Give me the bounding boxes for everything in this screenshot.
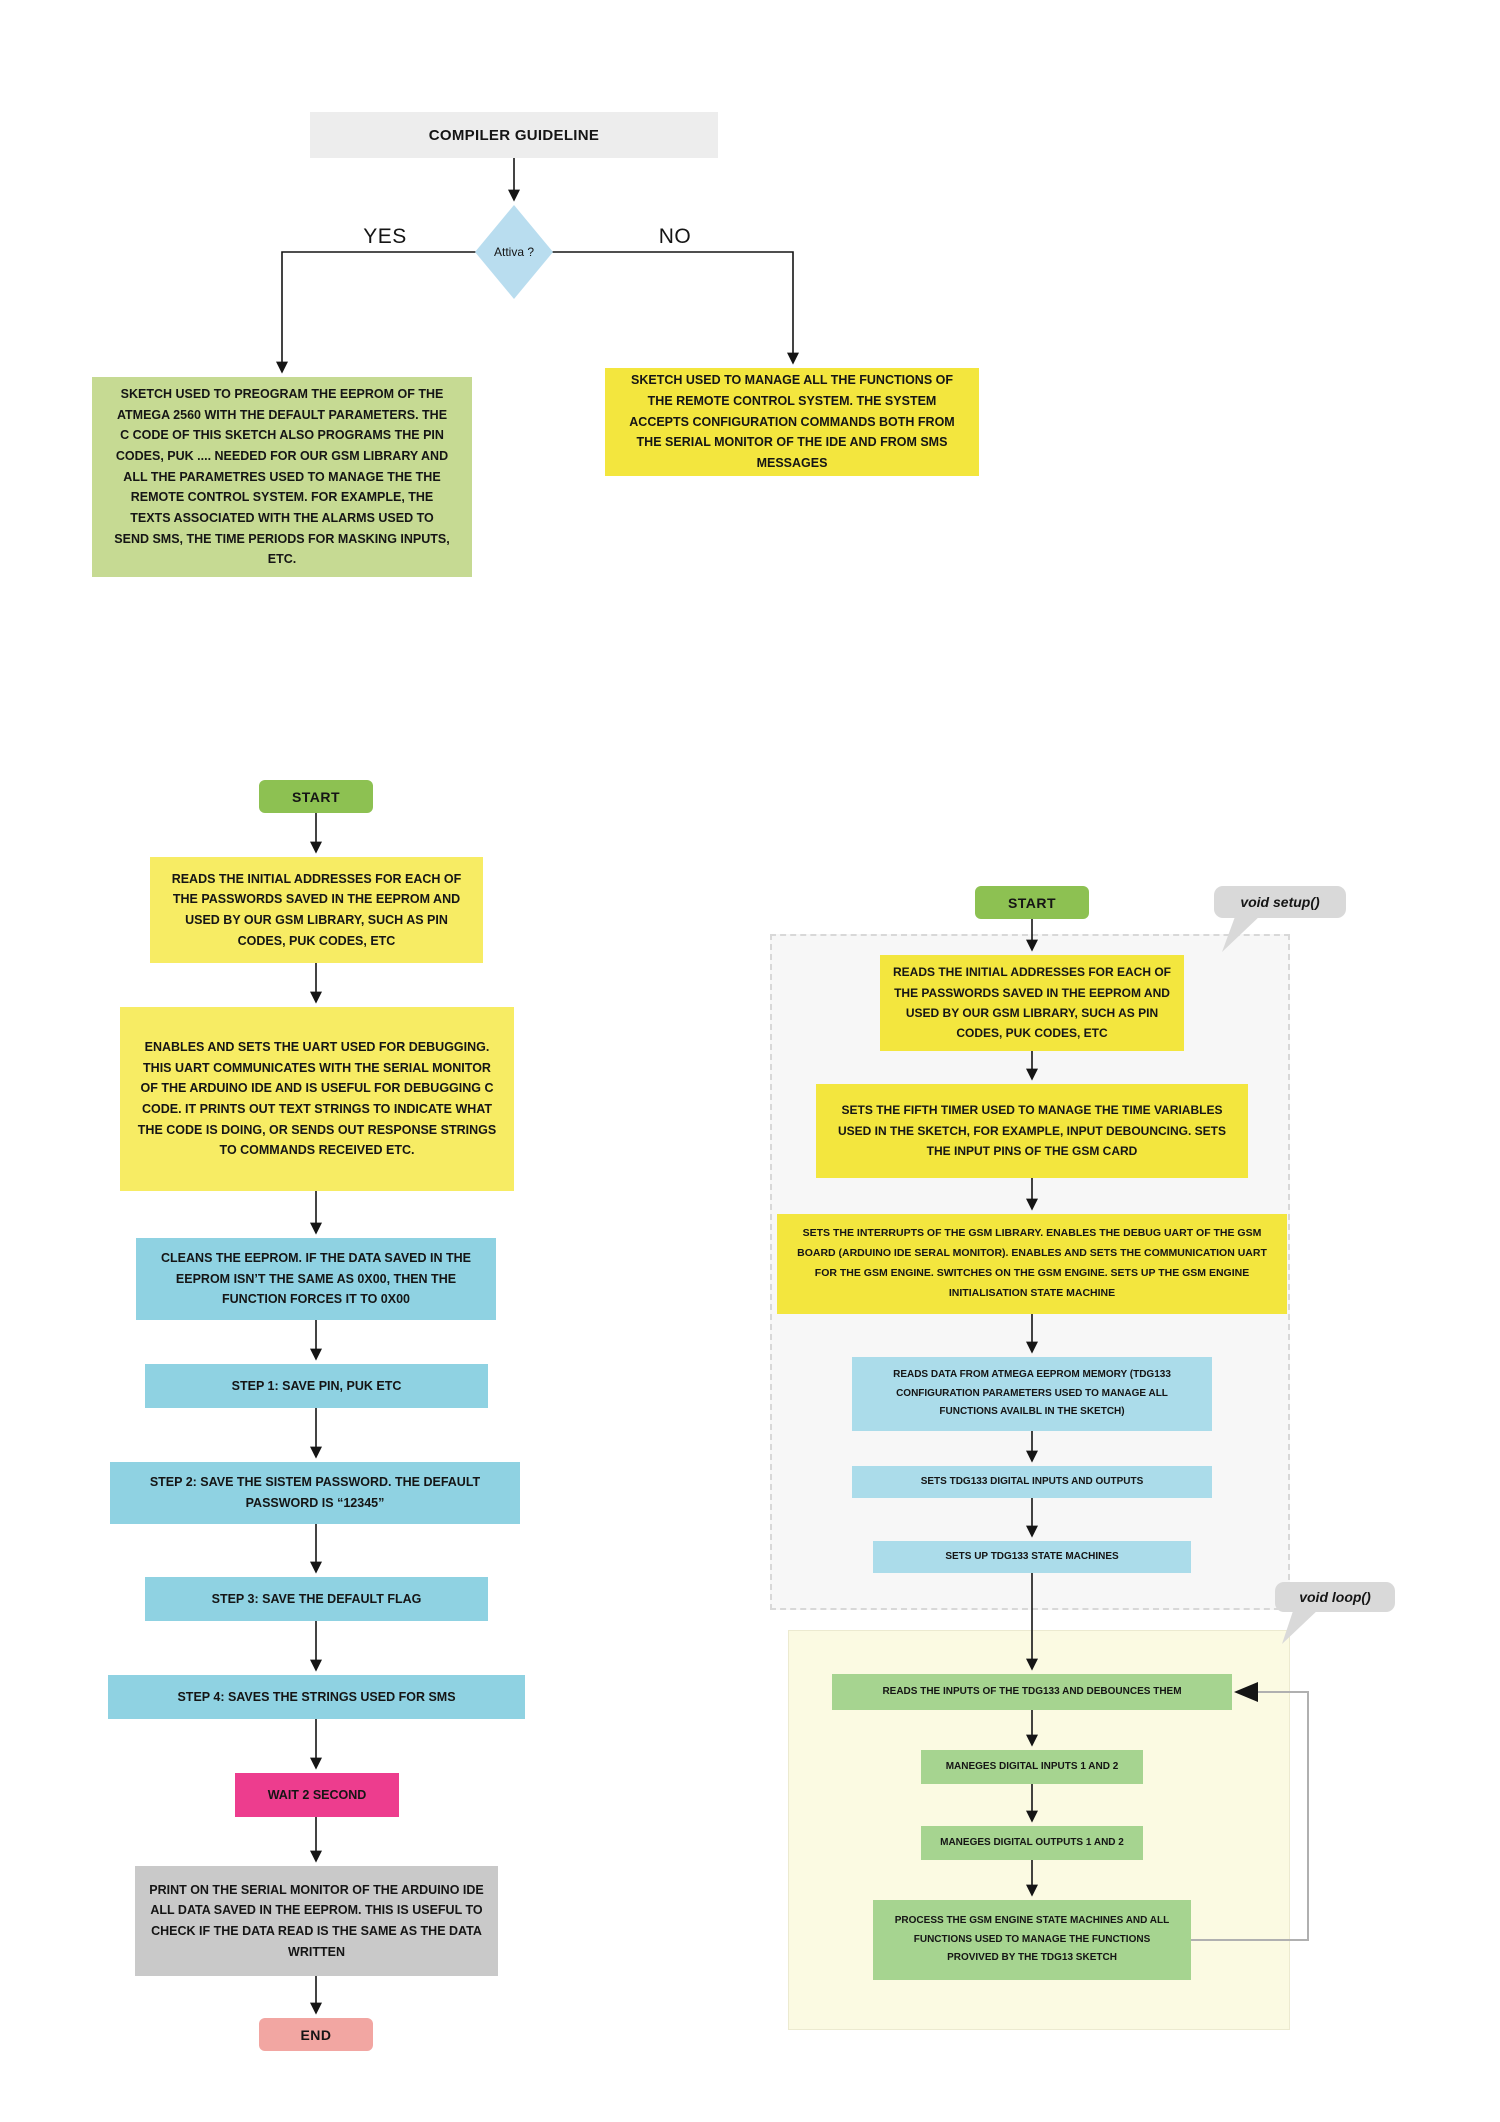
loop-feedback-arrowhead-icon (1234, 1682, 1258, 1702)
setup-step-state-machines: SETS UP TDG133 STATE MACHINES (873, 1541, 1191, 1573)
setup-step-set-io: SETS TDG133 DIGITAL INPUTS AND OUTPUTS (852, 1466, 1212, 1498)
left-flow-end-terminal: END (259, 2018, 373, 2051)
left-step-wait: WAIT 2 SECOND (235, 1773, 399, 1817)
loop-step-read-inputs: READS THE INPUTS OF THE TDG133 AND DEBOU… (832, 1674, 1232, 1710)
setup-step-fifth-timer: SETS THE FIFTH TIMER USED TO MANAGE THE … (816, 1084, 1248, 1178)
left-step-3-save-default-flag: STEP 3: SAVE THE DEFAULT FLAG (145, 1577, 488, 1621)
void-setup-callout: void setup() (1214, 886, 1346, 918)
no-branch-box: SKETCH USED TO MANAGE ALL THE FUNCTIONS … (605, 368, 979, 476)
left-step-read-addresses: READS THE INITIAL ADDRESSES FOR EACH OF … (150, 857, 483, 963)
yes-branch-label: YES (363, 225, 407, 248)
page-title: COMPILER GUIDELINE (310, 112, 718, 158)
void-loop-callout: void loop() (1275, 1582, 1395, 1612)
loop-callout-tail (1282, 1608, 1320, 1644)
setup-step-read-addresses: READS THE INITIAL ADDRESSES FOR EACH OF … (880, 955, 1184, 1051)
setup-step-read-eeprom-data: READS DATA FROM ATMEGA EEPROM MEMORY (TD… (852, 1357, 1212, 1431)
setup-step-interrupts: SETS THE INTERRUPTS OF THE GSM LIBRARY. … (777, 1214, 1287, 1314)
no-branch-label: NO (658, 225, 692, 248)
connector-arrows (276, 158, 1038, 2015)
left-step-clean-eeprom: CLEANS THE EEPROM. IF THE DATA SAVED IN … (136, 1238, 496, 1320)
left-step-4-save-sms-strings: STEP 4: SAVES THE STRINGS USED FOR SMS (108, 1675, 525, 1719)
left-step-print-serial: PRINT ON THE SERIAL MONITOR OF THE ARDUI… (135, 1866, 498, 1976)
loop-step-process-gsm-engine: PROCESS THE GSM ENGINE STATE MACHINES AN… (873, 1900, 1191, 1980)
right-flow-start-terminal: START (975, 886, 1089, 919)
left-step-1-save-pin: STEP 1: SAVE PIN, PUK ETC (145, 1364, 488, 1408)
left-step-enable-uart: ENABLES AND SETS THE UART USED FOR DEBUG… (120, 1007, 514, 1191)
left-flow-start-terminal: START (259, 780, 373, 813)
loop-feedback-line (1191, 1691, 1309, 1941)
yes-branch-box: SKETCH USED TO PREOGRAM THE EEPROM OF TH… (92, 377, 472, 577)
loop-step-manage-outputs: MANEGES DIGITAL OUTPUTS 1 AND 2 (921, 1826, 1143, 1860)
loop-step-manage-inputs: MANEGES DIGITAL INPUTS 1 AND 2 (921, 1750, 1143, 1784)
setup-callout-tail (1222, 914, 1262, 952)
decision-diamond-shape (475, 205, 553, 299)
decision-label: Attiva ? (493, 245, 535, 259)
left-step-2-save-password: STEP 2: SAVE THE SISTEM PASSWORD. THE DE… (110, 1462, 520, 1524)
